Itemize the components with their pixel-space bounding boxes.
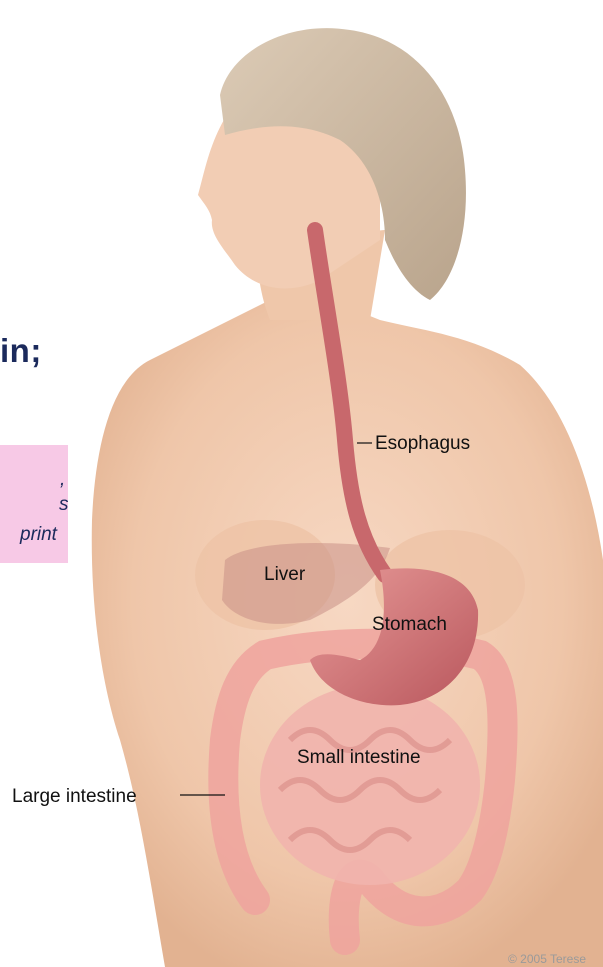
page-heading-fragment: in; [0,332,42,370]
small-intestine-label: Small intestine [297,748,421,767]
esophagus-label: Esophagus [375,434,470,453]
copyright-notice: © 2005 Terese [508,952,586,966]
note-line-3: print [20,525,57,544]
large-intestine-label: Large intestine [12,787,137,806]
stomach-label: Stomach [372,615,447,634]
note-line-2: s [59,495,69,514]
note-box: , s print [0,445,68,563]
liver-label: Liver [264,565,305,584]
note-line-1: , [60,470,65,489]
